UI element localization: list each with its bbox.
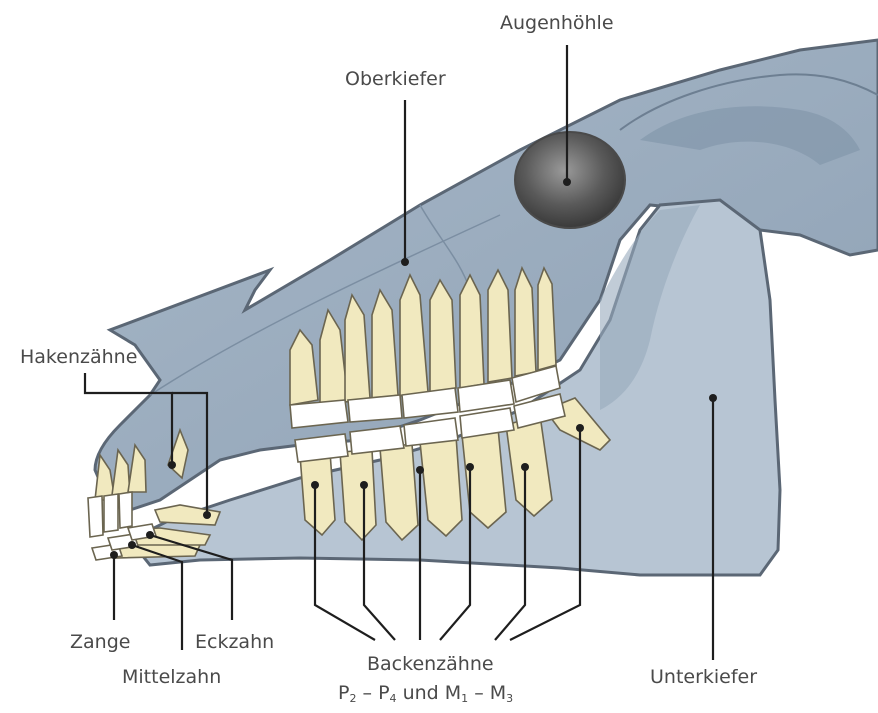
label-augenhoehle: Augenhöhle	[500, 14, 614, 33]
label-tooth-formula: P2 – P4 und M1 – M3	[338, 684, 513, 704]
label-unterkiefer: Unterkiefer	[650, 668, 757, 687]
label-oberkiefer: Oberkiefer	[345, 70, 446, 89]
label-mittelzahn: Mittelzahn	[122, 668, 221, 687]
label-zange: Zange	[70, 633, 130, 652]
label-hakenzaehne: Hakenzähne	[20, 348, 137, 367]
label-backenzaehne: Backenzähne	[367, 655, 494, 674]
label-eckzahn: Eckzahn	[195, 633, 274, 652]
